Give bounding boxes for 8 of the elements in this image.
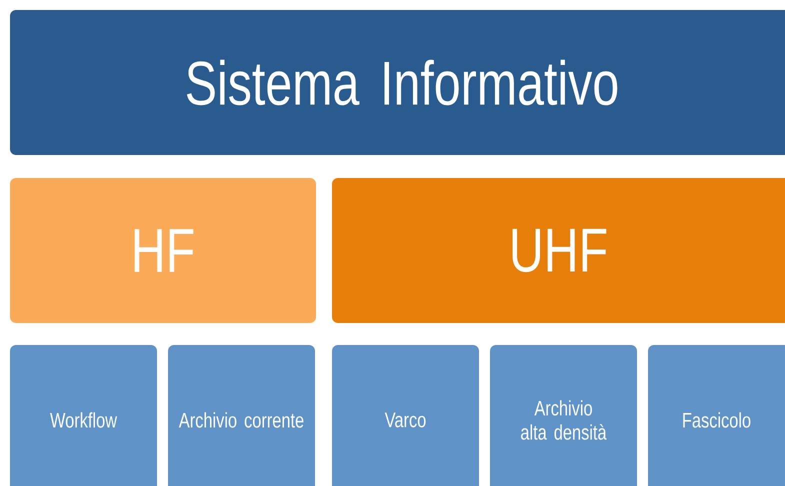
- module-box: Varco: [332, 345, 479, 486]
- module-box: Archivio alta densità: [490, 345, 637, 486]
- module-box: Fascicolo: [648, 345, 785, 486]
- category-box: UHF: [332, 178, 785, 323]
- title-banner: Sistema Informativo: [10, 10, 785, 155]
- module-box: Archivio corrente: [168, 345, 315, 486]
- module-box: Workflow: [10, 345, 157, 486]
- category-box: HF: [10, 178, 316, 323]
